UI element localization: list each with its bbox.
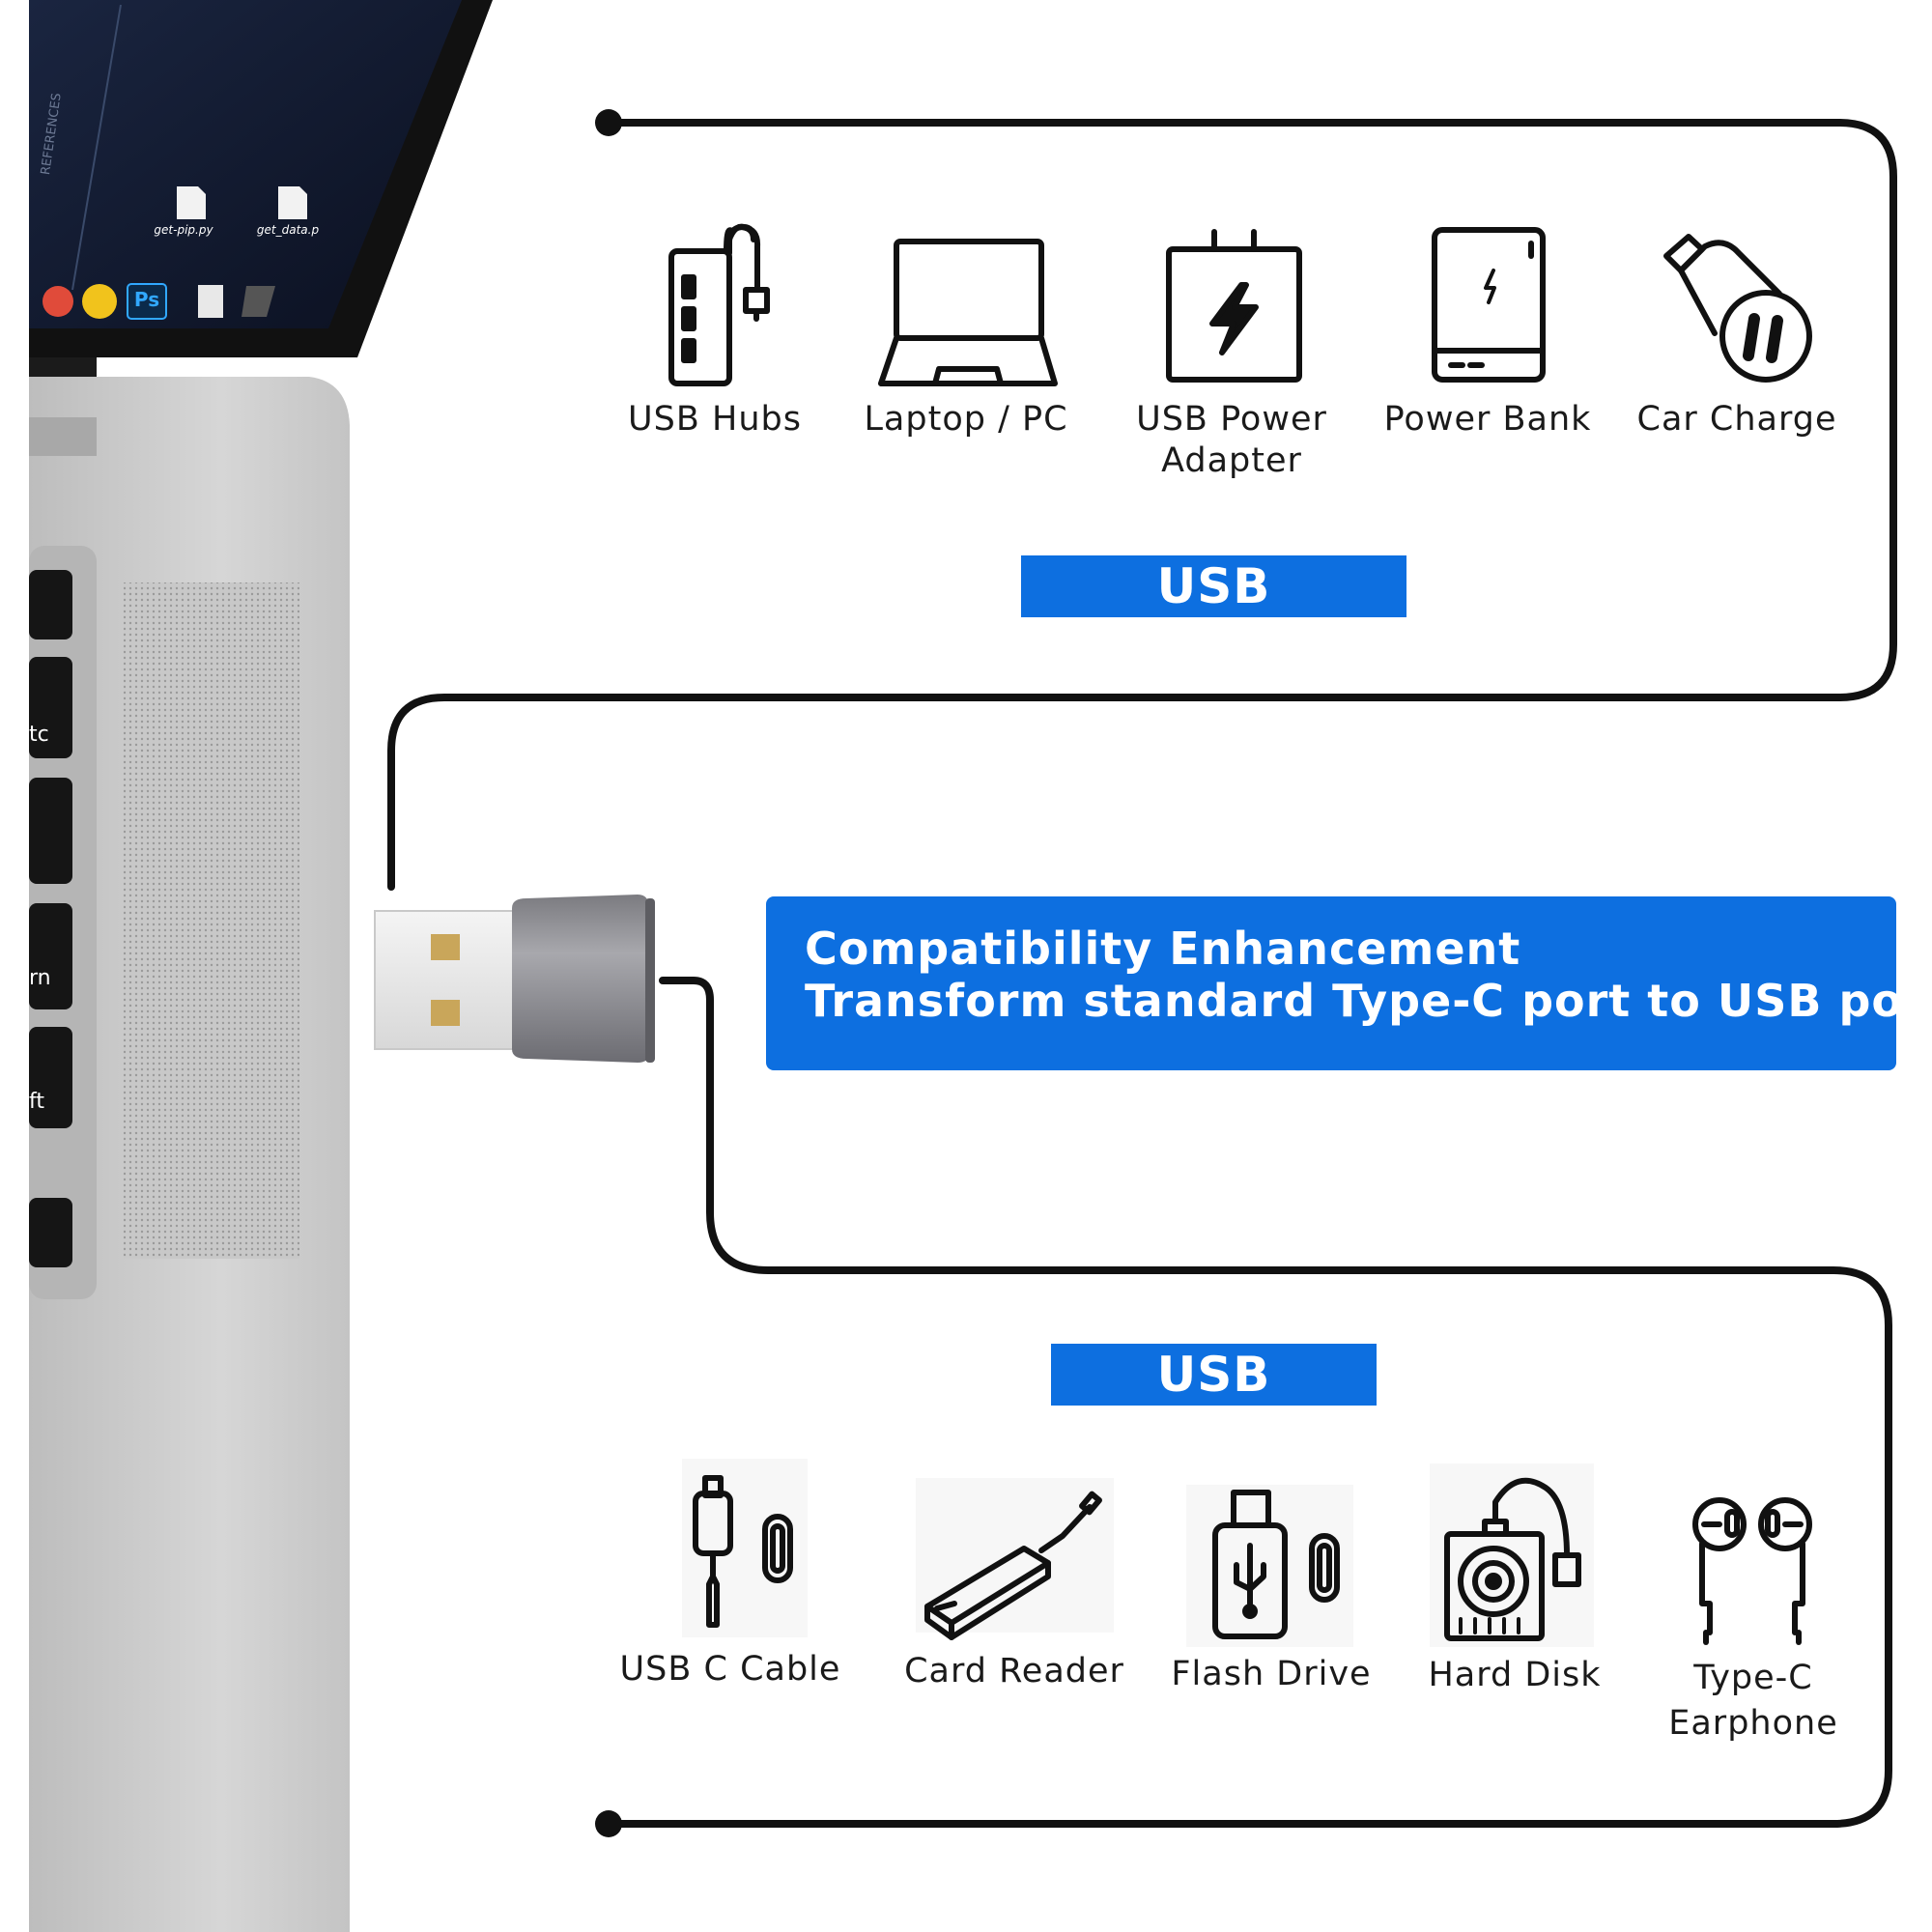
- file-icon: [278, 186, 307, 219]
- laptop-illustration: [0, 0, 493, 1932]
- key-label: tc: [29, 723, 49, 747]
- device-label-car-charge: Car Charge: [1636, 400, 1837, 439]
- power-bank-icon: [1432, 227, 1546, 383]
- device-label-card-reader: Card Reader: [904, 1652, 1124, 1690]
- device-label-line: USB Power: [1136, 400, 1327, 439]
- line-endpoint-dot: [595, 109, 622, 136]
- desktop-file-label-1: get-pip.py: [154, 223, 213, 237]
- line-endpoint-dot: [595, 1810, 622, 1837]
- dock-app-icon-2: [82, 284, 117, 319]
- dock-app-icon-1: [43, 286, 73, 317]
- car-charger-icon: [1663, 234, 1812, 383]
- banner-line-2: Transform standard Type-C port to USB po…: [805, 975, 1932, 1027]
- device-label-usb-hubs: USB Hubs: [628, 400, 802, 439]
- device-label-power-adapter: USB Power Adapter: [1116, 399, 1348, 482]
- device-label-line: Adapter: [1161, 441, 1302, 480]
- key-label: ft: [29, 1090, 44, 1114]
- laptop-photo: REFERENCES get-pip.py get_data.p Ps tc r…: [0, 0, 502, 1932]
- usb-connector-badge: USB Connector: [1021, 555, 1406, 676]
- card-reader-icon: [924, 1491, 1102, 1640]
- file-icon: [177, 186, 206, 219]
- compatibility-banner: Compatibility Enhancement Transform stan…: [766, 896, 1932, 1070]
- usb-hub-icon: [668, 223, 770, 386]
- earphone-icon: [1692, 1497, 1812, 1645]
- dock-file-icon: [198, 285, 223, 318]
- laptop-icon: [878, 239, 1058, 386]
- device-label-usb-c-cable: USB C Cable: [619, 1650, 841, 1689]
- desktop-file-label-2: get_data.p: [256, 223, 320, 237]
- device-label-hard-disk: Hard Disk: [1428, 1656, 1602, 1694]
- usb-female-badge: USB Female: [1051, 1344, 1377, 1464]
- device-label-earphone: Type-C Earphone: [1633, 1656, 1874, 1747]
- dock-trash-icon: [242, 286, 275, 317]
- banner-line-1: Compatibility Enhancement: [805, 923, 1521, 975]
- usb-c-cable-icon: [693, 1475, 793, 1628]
- hard-disk-icon: [1444, 1477, 1581, 1641]
- device-label-line: Earphone: [1668, 1704, 1838, 1743]
- device-label-line: Type-C: [1693, 1659, 1813, 1697]
- flash-drive-icon: [1212, 1490, 1340, 1639]
- power-adapter-icon: [1166, 229, 1302, 383]
- bottom-connector-line: [605, 977, 1892, 1828]
- device-label-power-bank: Power Bank: [1383, 400, 1592, 439]
- device-label-laptop: Laptop / PC: [864, 400, 1068, 439]
- key-label: rn: [29, 966, 51, 990]
- dock-app-label: Ps: [133, 288, 160, 311]
- photoshop-icon: [127, 283, 167, 320]
- top-connector-line: [387, 119, 1897, 891]
- device-label-flash-drive: Flash Drive: [1171, 1655, 1372, 1693]
